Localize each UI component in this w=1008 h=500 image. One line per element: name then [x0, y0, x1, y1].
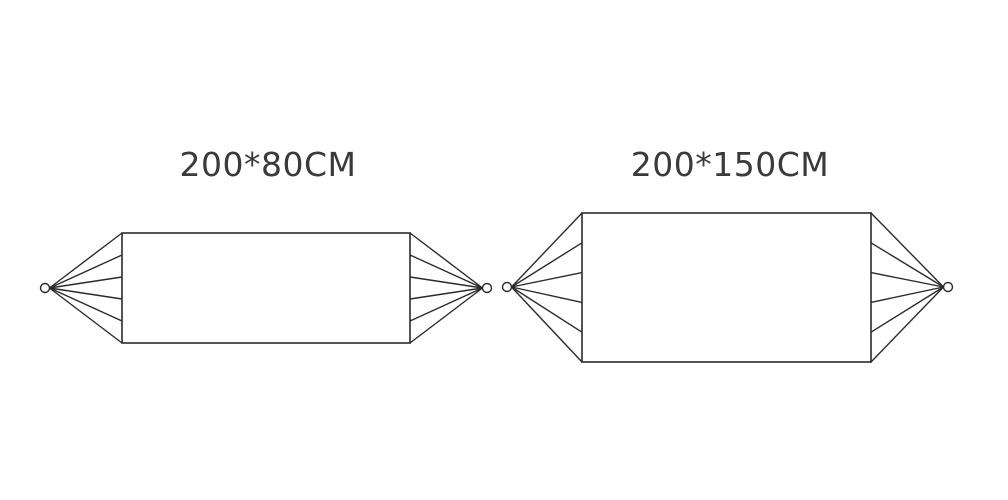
hammock-string-right: [870, 271, 944, 288]
hammock-string-left: [49, 232, 123, 289]
hammock-body: [581, 212, 872, 363]
hammock-200x150: [501, 212, 954, 363]
hammock-string-left: [49, 254, 123, 289]
hammock-string-left: [49, 287, 123, 322]
hammock-string-right: [409, 287, 483, 322]
hanging-ring-right: [481, 282, 493, 294]
hammock-string-right: [409, 287, 483, 344]
hammock-body: [121, 232, 411, 344]
hammock-string-right: [870, 286, 944, 333]
size-label-200x150: 200*150CM: [630, 145, 830, 184]
hammock-string-left: [511, 286, 583, 333]
hammock-string-left: [49, 287, 123, 344]
hammock-string-right: [409, 232, 483, 289]
hanging-ring-right: [942, 281, 954, 293]
hanging-ring-left: [501, 281, 513, 293]
hammock-string-right: [409, 254, 483, 289]
hammock-string-right: [870, 212, 945, 288]
hammock-200x80: [39, 232, 493, 344]
hammock-string-right: [870, 286, 944, 304]
hammock-string-right: [409, 276, 483, 289]
hammock-string-right: [409, 287, 483, 300]
hammock-string-left: [511, 242, 583, 288]
hammock-string-left: [49, 287, 123, 300]
size-label-200x80: 200*80CM: [179, 145, 357, 184]
hammock-string-left: [511, 286, 583, 304]
hanging-ring-left: [39, 282, 51, 294]
hammock-string-right: [870, 286, 945, 363]
hammock-string-left: [511, 271, 583, 288]
hammock-string-left: [510, 286, 583, 363]
hammock-string-left: [510, 212, 583, 288]
hammock-string-left: [49, 276, 123, 289]
hammock-string-right: [870, 242, 944, 288]
